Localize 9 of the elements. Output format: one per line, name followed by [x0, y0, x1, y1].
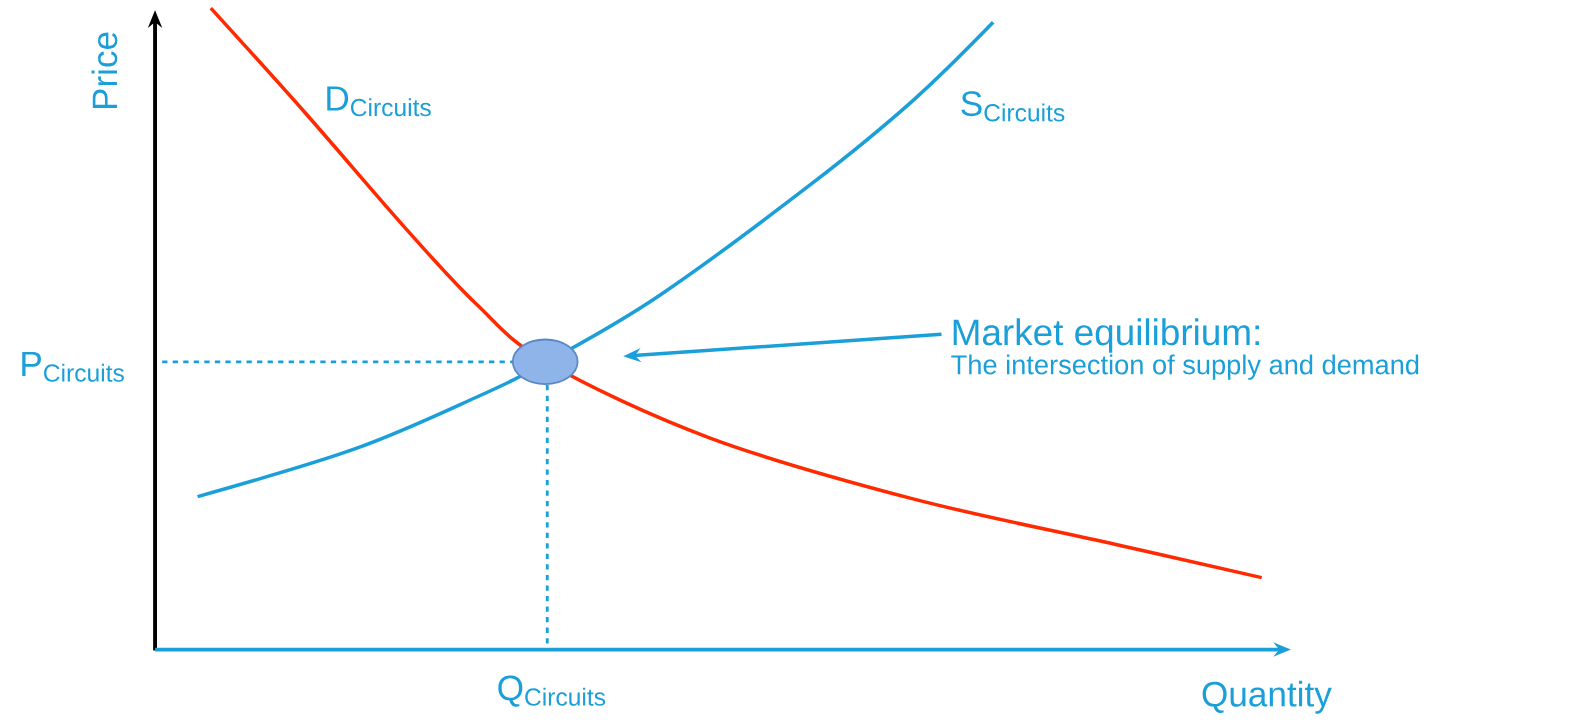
axis-label: Quantity — [1202, 681, 1332, 714]
curve-label: D$_{Circuits}$ — [327, 86, 431, 117]
axis-label: Price — [91, 32, 118, 109]
quantity-label: Q$_{Circuits}$ — [498, 675, 606, 707]
equilibrium-point — [511, 338, 579, 386]
annotation-text: The intersection of supply and demand — [951, 354, 1419, 381]
price-label: P$_{Circuits}$ — [22, 352, 124, 382]
annotation-heading: Market equilibrium: — [953, 318, 1259, 353]
curve-label: S$_{Circuits}$ — [961, 91, 1065, 122]
